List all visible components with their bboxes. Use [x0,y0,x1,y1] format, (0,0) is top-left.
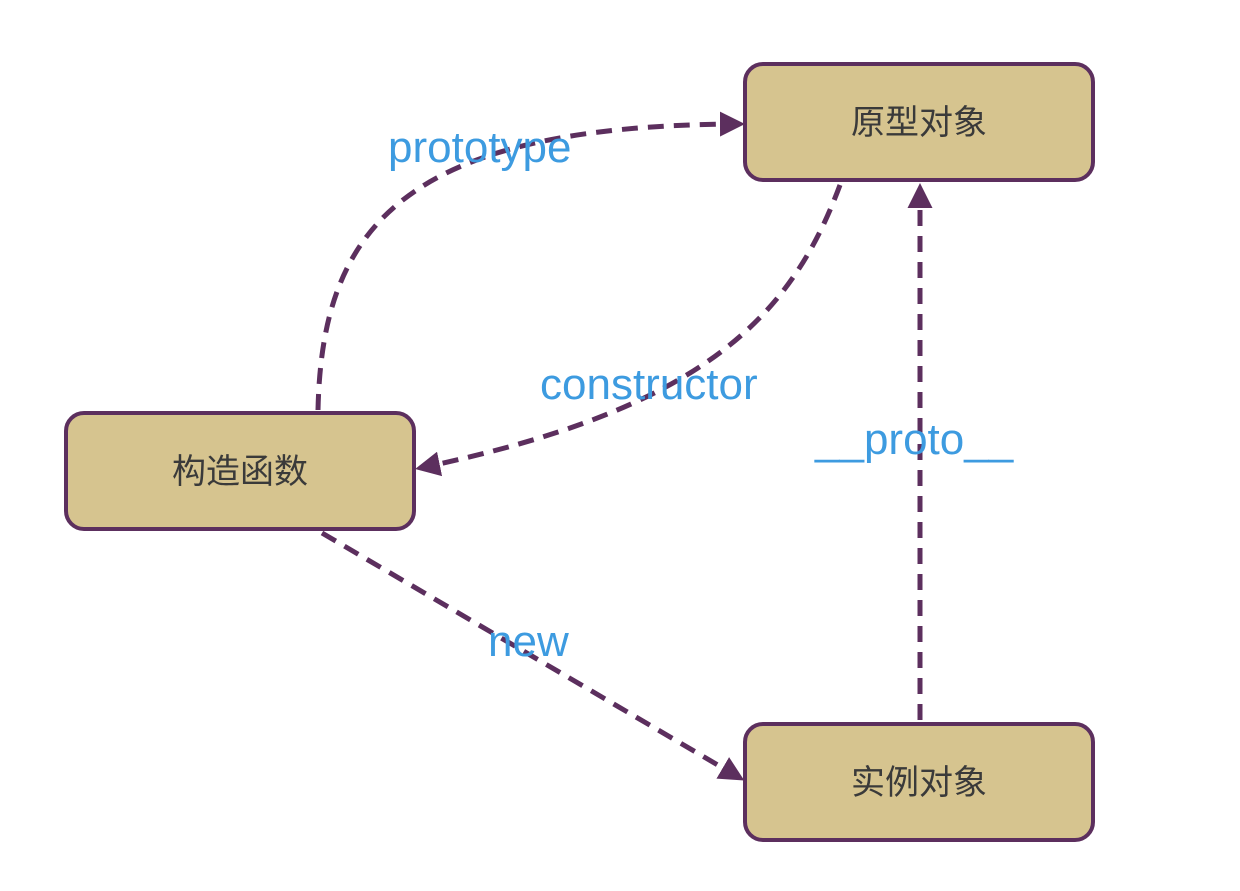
node-instance-object: 实例对象 [743,722,1095,842]
edge-new [320,530,745,781]
edge-label-constructor: constructor [540,360,758,409]
node-constructor-function: 构造函数 [64,411,416,531]
node-prototype-object: 原型对象 [743,62,1095,182]
edge-label-prototype: prototype [388,123,571,172]
node-instance-object-label: 实例对象 [851,763,987,803]
edge-prototype [315,111,745,411]
node-constructor-function-label: 构造函数 [172,452,308,492]
edge-label-proto: __proto__ [814,415,1014,464]
edge-label-new: new [488,617,569,666]
node-prototype-object-label: 原型对象 [851,103,987,143]
edge-constructor [415,184,843,477]
